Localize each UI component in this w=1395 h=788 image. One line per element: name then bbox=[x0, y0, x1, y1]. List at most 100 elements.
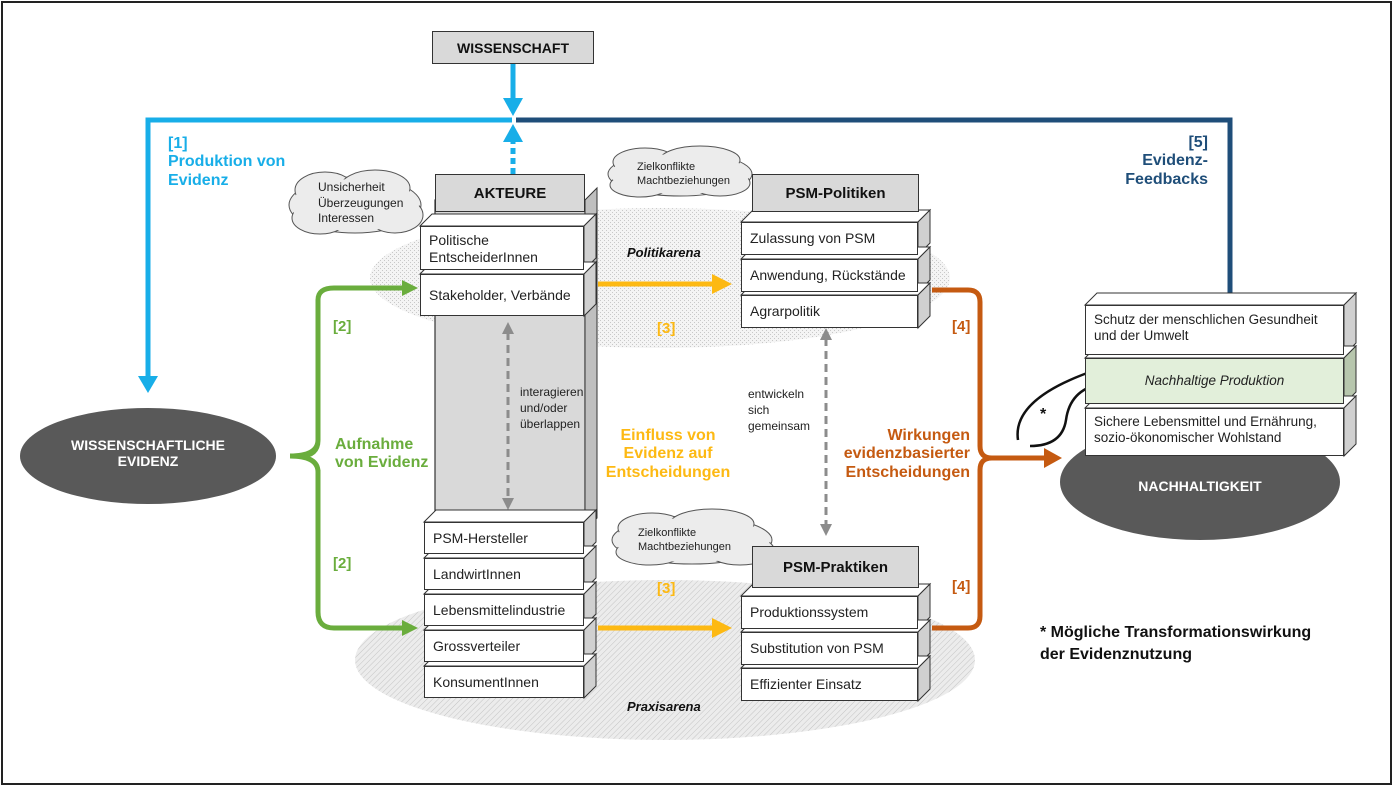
actor-item-food-industry: Lebensmittelindustrie bbox=[424, 594, 584, 626]
cloud-line: Überzeugungen bbox=[318, 195, 404, 210]
step3-line1: Einfluss von bbox=[620, 427, 716, 444]
cloud-line: Unsicherheit bbox=[318, 180, 385, 194]
step1-number: [1] bbox=[168, 135, 188, 152]
actor-item-line: EntscheiderInnen bbox=[429, 248, 538, 265]
codevelop-arrowhead-up bbox=[820, 328, 832, 340]
practice-arena-label: Praxisarena bbox=[627, 699, 701, 714]
actor-item-retailers: Grossverteiler bbox=[424, 630, 584, 662]
actors-cloud-text: Unsicherheit Überzeugungen Interessen bbox=[318, 180, 403, 227]
actor-item-line: Politische bbox=[429, 232, 489, 248]
cloud-actors bbox=[288, 169, 424, 235]
step3-line2: Evidenz auf bbox=[623, 445, 713, 463]
cloud-line: Interessen bbox=[318, 211, 375, 226]
step3-number-top: [3] bbox=[657, 320, 676, 337]
bar-side-face bbox=[1343, 394, 1357, 458]
outcome-sustainable-production: Nachhaltige Produktion bbox=[1085, 358, 1344, 404]
influence-arrowhead-policy bbox=[712, 274, 732, 294]
evidence-node-line1: WISSENSCHAFTLICHE bbox=[71, 437, 225, 453]
production-evidence-line bbox=[145, 117, 512, 378]
step2-label: Aufnahme von Evidenz bbox=[335, 436, 428, 473]
bar-top-face bbox=[1083, 292, 1358, 306]
uptake-bracket-lower bbox=[289, 453, 321, 473]
bar-side-face bbox=[917, 245, 931, 294]
cloud-line: Machtbeziehungen bbox=[638, 541, 731, 554]
step4-line2: evidenzbasierter bbox=[843, 445, 970, 463]
step1-line1: Produktion von bbox=[168, 153, 286, 171]
cloud-line: Zielkonflikte bbox=[638, 527, 697, 539]
policy-item-approval: Zulassung von PSM bbox=[741, 222, 918, 255]
step5-line2: Feedbacks bbox=[1125, 170, 1208, 188]
step5-line1: Evidenz- bbox=[1142, 152, 1208, 170]
practice-item-production-system: Produktionssystem bbox=[741, 596, 918, 629]
step5-label: [5] Evidenz- Feedbacks bbox=[1120, 134, 1208, 189]
science-box: WISSENSCHAFT bbox=[432, 31, 594, 64]
policy-item-application-residues: Anwendung, Rückstände bbox=[741, 259, 918, 292]
codevelop-line: entwickeln bbox=[748, 387, 805, 401]
bar-side-face bbox=[1343, 344, 1357, 406]
transformation-marker: * bbox=[1040, 406, 1047, 423]
footnote-line2: der Evidenznutzung bbox=[1040, 646, 1192, 664]
impact-bracket bbox=[932, 287, 1046, 631]
outcome-line: sozio-ökonomischer Wohlstand bbox=[1094, 430, 1282, 446]
outcome-health-environment: Schutz der menschlichen Gesundheit und d… bbox=[1085, 305, 1344, 355]
step4-number-bottom: [4] bbox=[952, 578, 971, 595]
policy-item-agricultural-policy: Agrarpolitik bbox=[741, 295, 918, 328]
bar-side-face bbox=[583, 580, 597, 628]
step4-label: Wirkungen evidenzbasierter Entscheidunge… bbox=[840, 427, 970, 482]
step4-line3: Entscheidungen bbox=[845, 463, 970, 481]
actor-item-political-deciders: Politische EntscheiderInnen bbox=[420, 226, 584, 270]
step5-number: [5] bbox=[1188, 134, 1208, 151]
interact-line: interagieren bbox=[520, 385, 584, 399]
bar-side-face bbox=[583, 260, 597, 318]
bar-side-face bbox=[1343, 291, 1357, 357]
cloud-practices bbox=[611, 508, 775, 566]
evidence-node-label: WISSENSCHAFTLICHE EVIDENZ bbox=[38, 437, 258, 469]
actors-header: AKTEURE bbox=[435, 174, 585, 212]
actor-item-stakeholders: Stakeholder, Verbände bbox=[420, 274, 584, 316]
policy-arena-label: Politikarena bbox=[627, 245, 701, 260]
outcome-food-security: Sichere Lebensmittel und Ernährung, sozi… bbox=[1085, 408, 1344, 456]
interact-arrowhead-down bbox=[502, 498, 514, 510]
impact-arrowhead bbox=[1044, 448, 1062, 468]
cloud-policies bbox=[607, 145, 753, 198]
interact-line: und/oder bbox=[520, 401, 568, 416]
feedback-line bbox=[516, 117, 1233, 296]
interact-label: interagieren und/oder überlappen bbox=[520, 384, 583, 433]
step3-line3: Entscheidungen bbox=[605, 463, 731, 481]
bar-side-face bbox=[917, 582, 931, 631]
bar-side-face bbox=[583, 508, 597, 556]
interact-arrowhead-up bbox=[502, 322, 514, 334]
actor-item-farmers: LandwirtInnen bbox=[424, 558, 584, 590]
production-arrowhead bbox=[138, 376, 158, 393]
step1-label: [1] Produktion von Evidenz bbox=[168, 135, 285, 190]
step2-number-top: [2] bbox=[333, 318, 352, 335]
influence-arrowhead-practice bbox=[712, 618, 732, 638]
interact-line: überlappen bbox=[520, 417, 581, 432]
codevelop-label: entwickeln sich gemeinsam bbox=[748, 386, 810, 435]
step4-number-top: [4] bbox=[952, 318, 971, 335]
uptake-arrowhead-bottom bbox=[402, 620, 418, 636]
evidence-node bbox=[20, 408, 276, 504]
step1-line2: Evidenz bbox=[168, 171, 229, 189]
practice-item-efficient-use: Effizienter Einsatz bbox=[741, 668, 918, 701]
practices-cloud-text: Zielkonflikte Machtbeziehungen bbox=[638, 526, 731, 555]
actor-item-consumers: KonsumentInnen bbox=[424, 666, 584, 698]
transformation-arrow-1 bbox=[1016, 370, 1091, 441]
codevelop-line: gemeinsam bbox=[748, 419, 811, 434]
bar-side-face bbox=[917, 618, 931, 667]
outcome-line: und der Umwelt bbox=[1094, 328, 1189, 344]
practices-header: PSM-Praktiken bbox=[752, 546, 919, 588]
bar-side-face bbox=[583, 652, 597, 700]
science-arrowhead bbox=[503, 98, 523, 116]
bar-top-face bbox=[418, 213, 598, 227]
actor-item-psm-manufacturers: PSM-Hersteller bbox=[424, 522, 584, 554]
step2-line2: von Evidenz bbox=[335, 454, 429, 472]
step3-number-bottom: [3] bbox=[657, 580, 676, 597]
transformation-arrow-2 bbox=[1029, 382, 1101, 448]
outcome-line: Sichere Lebensmittel und Ernährung, bbox=[1094, 414, 1317, 429]
bar-side-face bbox=[917, 208, 931, 257]
cloud-line: Machtbeziehungen bbox=[637, 175, 730, 188]
bar-side-face bbox=[583, 616, 597, 664]
footnote: * Mögliche Transformationswirkung der Ev… bbox=[1040, 622, 1311, 667]
